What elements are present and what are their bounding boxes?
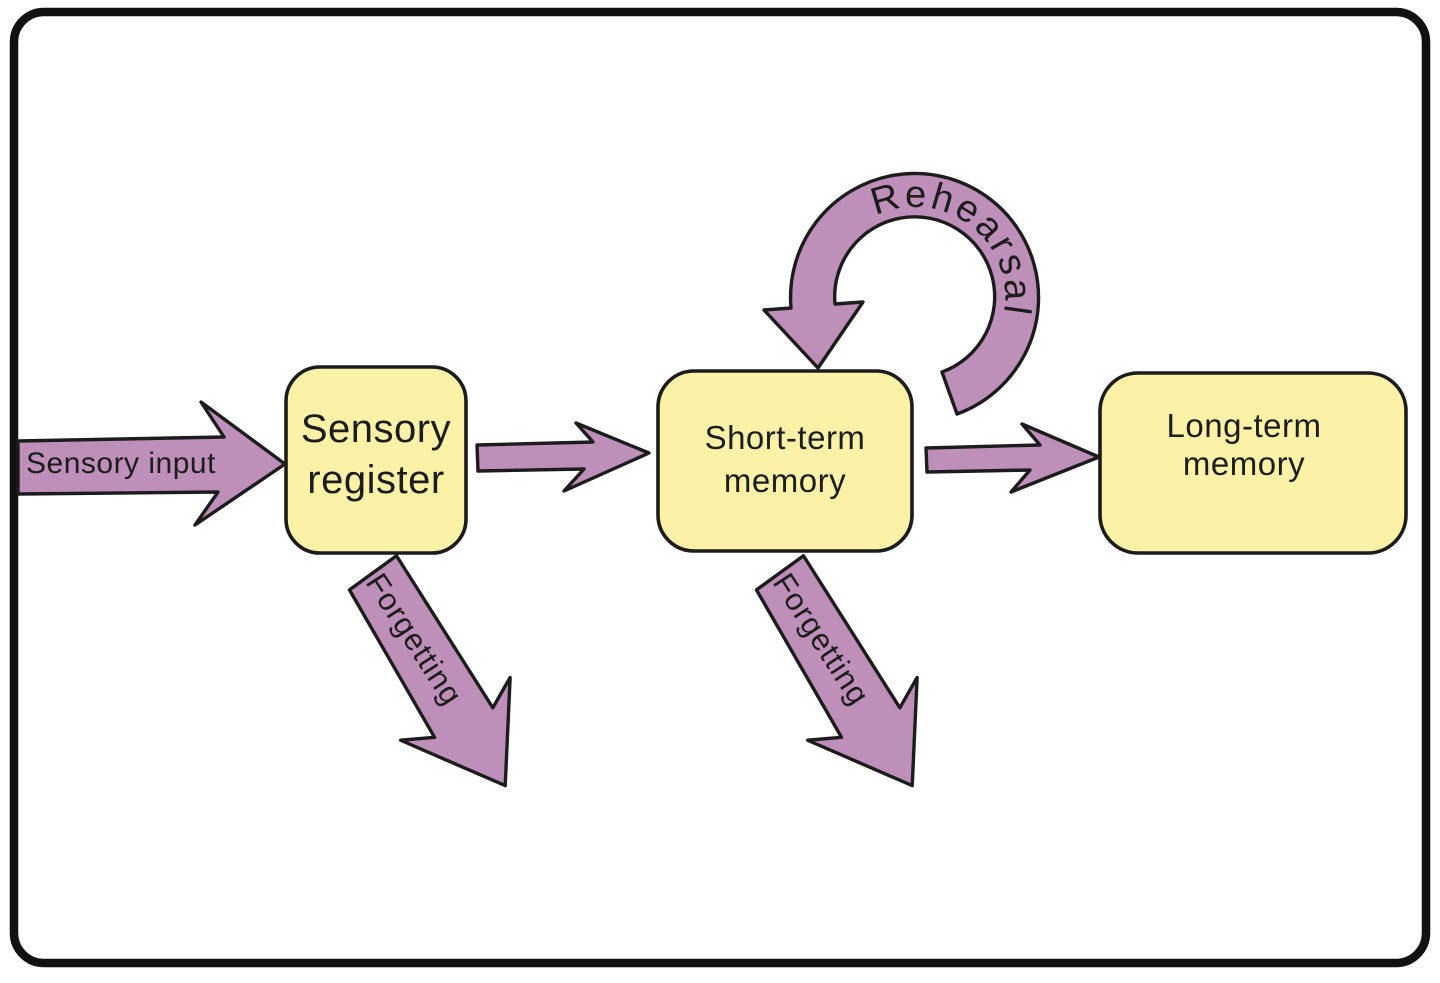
sensory-register-box [284, 365, 468, 555]
forgetting-arrow-sensory [347, 554, 512, 788]
long-term-memory-label-line2: memory [1183, 445, 1305, 482]
rehearsal-loop-arrow [762, 171, 1041, 416]
short-term-memory-box [656, 369, 914, 553]
short-term-memory-label-line2: memory [724, 462, 846, 499]
sensory-register-label-line1: Sensory [301, 407, 451, 451]
forgetting-arrow-short-term [754, 554, 919, 788]
sensory-register-label-line2: register [307, 458, 444, 502]
sensory-input-label: Sensory input [26, 447, 216, 480]
short-term-memory-label-line1: Short-term [705, 419, 866, 456]
sensory-input-arrow [16, 400, 287, 527]
long-term-memory-label-line1: Long-term [1167, 407, 1322, 444]
long-term-memory-box [1098, 371, 1408, 555]
arrow-sensory-to-short-term [475, 421, 651, 493]
arrow-short-term-to-long-term [924, 422, 1101, 494]
